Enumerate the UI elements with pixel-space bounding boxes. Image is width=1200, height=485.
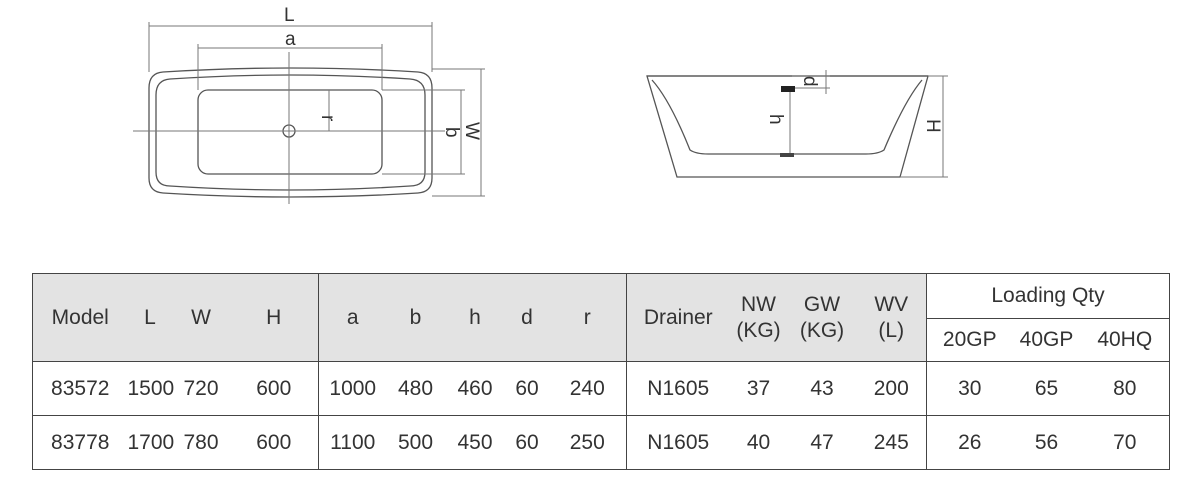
header-W: W	[172, 273, 230, 362]
header-gw-unit: (KG)	[799, 318, 845, 342]
header-row-top: Model L W H a b h d r Drainer NW(KG) GW(…	[32, 273, 1171, 362]
header-nw-unit: (KG)	[736, 318, 781, 342]
spec-table: Model L W H a b h d r Drainer NW(KG) GW(…	[32, 273, 1171, 470]
cell-nw: 40	[729, 415, 788, 470]
cell-model: 83572	[32, 361, 128, 416]
header-nw-label: NW	[741, 292, 776, 316]
overflow-slot-icon	[781, 86, 795, 92]
cell-r: 250	[548, 415, 627, 470]
header-a: a	[318, 273, 387, 362]
bathtub-technical-drawing: L a r b W d h H	[133, 5, 948, 204]
cell-40gp: 56	[1012, 415, 1081, 470]
label-r: r	[317, 115, 338, 122]
cell-40gp: 65	[1012, 361, 1081, 416]
cell-L: 1500	[127, 361, 174, 416]
cell-40hq: 80	[1080, 361, 1171, 416]
header-20gp: 20GP	[926, 318, 1013, 362]
top-view-drawing	[148, 67, 433, 198]
table-row: 83572 1500 720 600 1000 480 460 60 240 N…	[32, 361, 1171, 416]
cell-h: 450	[444, 415, 506, 470]
header-wv-label: WV	[874, 292, 909, 316]
cell-W: 720	[172, 361, 230, 416]
header-b: b	[386, 273, 445, 362]
cell-drainer: N1605	[626, 361, 730, 416]
cell-d: 60	[505, 361, 549, 416]
cell-W: 780	[172, 415, 230, 470]
label-L: L	[284, 5, 295, 26]
cell-b: 500	[386, 415, 445, 470]
table-row: 83778 1700 780 600 1100 500 450 60 250 N…	[32, 415, 1171, 470]
cell-gw: 47	[787, 415, 857, 470]
tub-basin	[197, 89, 383, 175]
cell-a: 1000	[318, 361, 387, 416]
cell-h: 460	[444, 361, 506, 416]
cell-nw: 37	[729, 361, 788, 416]
label-h: h	[765, 114, 786, 125]
cell-40hq: 70	[1080, 415, 1171, 470]
header-model: Model	[32, 273, 128, 362]
cell-b: 480	[386, 361, 445, 416]
header-row-sub: 20GP 40GP 40HQ	[33, 318, 1171, 362]
cell-H: 600	[229, 415, 319, 470]
header-d: d	[505, 273, 549, 362]
cell-drainer: N1605	[626, 415, 730, 470]
cell-a: 1100	[318, 415, 387, 470]
header-40gp: 40GP	[1012, 318, 1081, 362]
tub-outer-rim	[148, 67, 433, 198]
side-view-dimension-lines	[789, 70, 948, 178]
header-40hq: 40HQ	[1080, 318, 1171, 362]
header-H: H	[229, 273, 319, 362]
header-drainer: Drainer	[626, 273, 730, 362]
cell-wv: 200	[856, 361, 927, 416]
cell-20gp: 26	[926, 415, 1013, 470]
header-r: r	[548, 273, 627, 362]
header-wv: WV(L)	[856, 273, 927, 362]
cell-wv: 245	[856, 415, 927, 470]
header-gw-label: GW	[803, 292, 841, 316]
label-d: d	[799, 76, 820, 87]
label-b: b	[441, 127, 462, 138]
cell-L: 1700	[127, 415, 174, 470]
top-view-dimension-lines	[133, 22, 485, 204]
cell-20gp: 30	[926, 361, 1013, 416]
header-wv-unit: (L)	[878, 318, 905, 342]
cell-gw: 43	[787, 361, 857, 416]
cell-r: 240	[548, 361, 627, 416]
header-gw: GW(KG)	[787, 273, 857, 362]
header-nw: NW(KG)	[729, 273, 788, 362]
cell-d: 60	[505, 415, 549, 470]
cell-model: 83778	[32, 415, 128, 470]
label-W: W	[461, 122, 482, 140]
label-a: a	[285, 29, 296, 50]
header-loading-qty: Loading Qty	[925, 273, 1171, 319]
drain-outlet-icon	[780, 153, 794, 157]
tub-inner-rim	[155, 74, 426, 191]
header-L: L	[127, 273, 173, 362]
header-h: h	[444, 273, 506, 362]
label-H: H	[922, 119, 943, 133]
cell-H: 600	[229, 361, 319, 416]
